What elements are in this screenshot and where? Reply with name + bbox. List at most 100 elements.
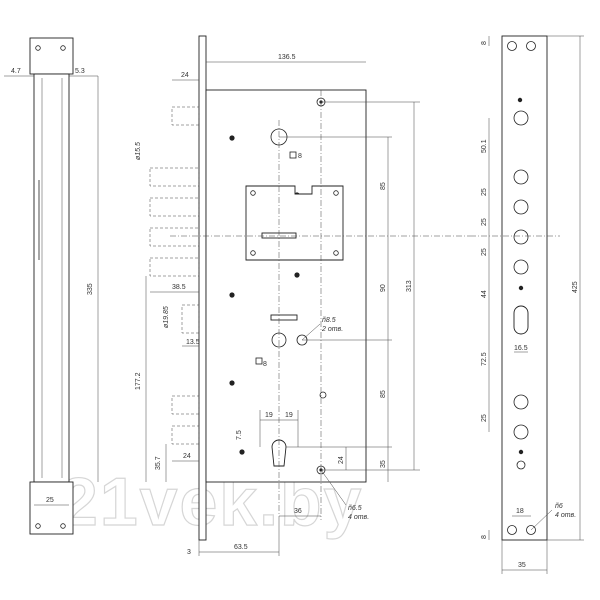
bolt bbox=[171, 106, 200, 126]
screw-hole bbox=[516, 460, 526, 470]
dim-bolt-offset: 24 bbox=[181, 72, 189, 79]
bolt bbox=[149, 257, 200, 277]
dim-bottom: 8 bbox=[481, 535, 488, 539]
bolt bbox=[171, 425, 200, 445]
dim-spacing-a: 25 bbox=[481, 188, 488, 196]
dim-backset-total: 63.5 bbox=[234, 544, 248, 551]
rivet bbox=[518, 449, 524, 455]
dim-faceplate-thk: 3 bbox=[187, 549, 191, 556]
dim-backset: 36 bbox=[294, 508, 302, 515]
right-faceplate-view: 8 50.1 25 25 25 44 72.5 25 8 425 16.5 18… bbox=[470, 35, 584, 574]
dim-top-left: 4.7 bbox=[11, 68, 21, 75]
rivet bbox=[239, 449, 245, 455]
rivet bbox=[229, 135, 235, 141]
latch-slot bbox=[513, 305, 529, 335]
bolt-hole bbox=[513, 259, 529, 275]
gear-plate-hole bbox=[250, 250, 256, 256]
left-side-view: 4.7 5.3 335 25 bbox=[4, 37, 99, 535]
leader-line bbox=[301, 323, 321, 341]
lock-case bbox=[205, 89, 367, 483]
dim-square-bottom: 8 bbox=[263, 361, 267, 368]
gear-plate bbox=[245, 185, 344, 261]
faceplate bbox=[198, 35, 207, 541]
rivet bbox=[517, 97, 523, 103]
upper-bolts bbox=[149, 106, 200, 277]
dim-cyl-vertical: 24 bbox=[338, 456, 345, 464]
dim-hole-count: 4 отв. bbox=[555, 512, 576, 519]
dim-vertical-85-top: 85 bbox=[380, 182, 387, 190]
leader-line bbox=[320, 469, 347, 506]
dim-lower-gap: 35.7 bbox=[155, 456, 162, 470]
dim-spacing-501: 50.1 bbox=[481, 139, 488, 153]
dim-hole-dia: ñ6 bbox=[555, 503, 563, 510]
latch-actuator bbox=[270, 314, 298, 321]
dim-width: 35 bbox=[518, 562, 526, 569]
dim-bottom-width: 25 bbox=[46, 497, 54, 504]
dim-slot: 16.5 bbox=[514, 345, 528, 352]
square-spindle bbox=[255, 357, 263, 365]
dim-top: 8 bbox=[481, 41, 488, 45]
left-top-tab bbox=[29, 37, 74, 75]
left-body bbox=[33, 73, 70, 483]
rivet bbox=[229, 292, 235, 298]
lower-bolts bbox=[171, 395, 200, 445]
dim-spacing-left: 19 bbox=[265, 412, 273, 419]
rivet bbox=[319, 391, 327, 399]
dim-top-right: 5.3 bbox=[75, 68, 85, 75]
dim-hole-count: 2 отв. bbox=[321, 326, 343, 333]
bolt bbox=[149, 167, 200, 187]
dim-bolt-dia: ø15.5 bbox=[135, 142, 142, 160]
bolt bbox=[171, 395, 200, 415]
rivet bbox=[229, 380, 235, 386]
left-bottom-screw-hole bbox=[35, 523, 41, 529]
dim-bolt-length: 38.5 bbox=[172, 284, 186, 291]
dim-spacing-c: 25 bbox=[481, 248, 488, 256]
bolt-hole bbox=[513, 229, 529, 245]
dim-overall: 425 bbox=[572, 281, 579, 293]
dim-spacing-b: 25 bbox=[481, 218, 488, 226]
bolt-hole bbox=[513, 394, 529, 410]
rivet bbox=[294, 272, 300, 278]
bolt bbox=[149, 227, 200, 247]
left-top-screw-hole bbox=[60, 45, 66, 51]
dim-latch-width: 13.5 bbox=[186, 339, 200, 346]
dim-cyl-bottom: 35 bbox=[380, 460, 387, 468]
screw-hole bbox=[507, 525, 517, 535]
dim-square-top: 8 bbox=[298, 153, 302, 160]
rivet bbox=[518, 285, 524, 291]
bolt-hole bbox=[513, 110, 529, 126]
dim-vertical-90: 90 bbox=[380, 284, 387, 292]
dim-vertical-85-bottom: 85 bbox=[380, 390, 387, 398]
screw-hole bbox=[507, 41, 517, 51]
screw-hole bbox=[526, 41, 536, 51]
dim-lower-height: 177.2 bbox=[135, 372, 142, 390]
bolt-hole bbox=[513, 169, 529, 185]
dim-height: 335 bbox=[87, 283, 94, 295]
dim-width: 136.5 bbox=[278, 54, 296, 61]
dim-mount-hole: ñ6.5 bbox=[348, 505, 362, 512]
bolt-hole bbox=[513, 199, 529, 215]
dim-cyl-offset: 7.5 bbox=[236, 430, 243, 440]
dim-latch-dia: ø19.85 bbox=[163, 306, 170, 328]
dim-spacing-right: 19 bbox=[285, 412, 293, 419]
dim-hole-dia: ñ8.5 bbox=[322, 317, 336, 324]
main-front-view: 136.5 24 ø15.5 38.5 ø19.85 13.5 177.2 8 … bbox=[135, 35, 470, 556]
latch bbox=[181, 304, 200, 334]
square-spindle bbox=[289, 151, 297, 159]
leader-line bbox=[530, 509, 553, 531]
dim-bolt-bottom: 24 bbox=[183, 453, 191, 460]
dim-mount-count: 4 отв. bbox=[348, 514, 369, 521]
dim-spacing-d: 25 bbox=[481, 414, 488, 422]
latch-bolt bbox=[181, 304, 200, 334]
left-bottom-screw-hole bbox=[60, 523, 66, 529]
gear-plate-hole bbox=[333, 250, 339, 256]
left-top-screw-hole bbox=[35, 45, 41, 51]
gear-plate-hole bbox=[333, 190, 339, 196]
dim-hole-spacing: 18 bbox=[516, 508, 524, 515]
bolt bbox=[149, 197, 200, 217]
dim-spacing-44: 44 bbox=[481, 290, 488, 298]
gear-plate-hole bbox=[250, 190, 256, 196]
dim-overall: 313 bbox=[406, 280, 413, 292]
